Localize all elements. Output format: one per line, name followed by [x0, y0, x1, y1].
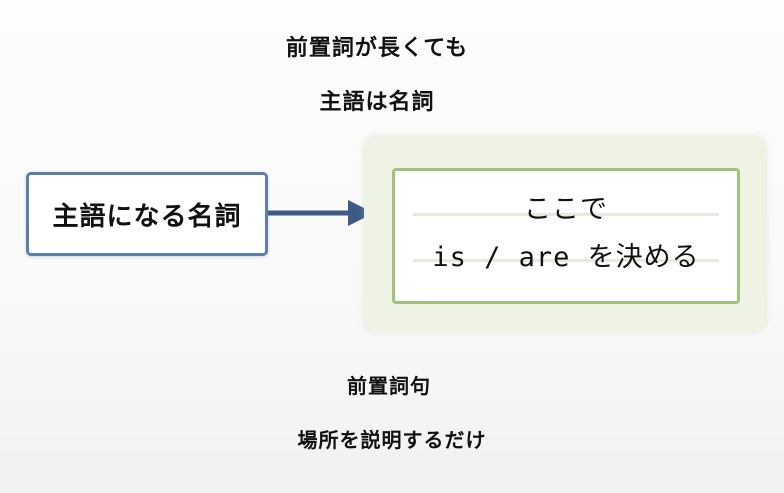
header-line-2: 主語は名詞 [319, 90, 435, 115]
verb-line-2: is / are を決める [432, 242, 700, 273]
subject-noun-box: 主語になる名詞 [26, 172, 268, 256]
footer-line-1: 前置詞句 [347, 374, 431, 398]
verb-line-1: ここで [524, 194, 608, 225]
verb-box: ここで is / are を決める [392, 168, 740, 304]
header-line-1: 前置詞が長くても [285, 36, 469, 61]
arrow-right-icon [268, 200, 374, 226]
subject-noun-label: 主語になる名詞 [52, 201, 242, 232]
guide-line [413, 259, 719, 262]
guide-line [413, 213, 719, 216]
footer-line-2: 場所を説明するだけ [297, 428, 487, 452]
